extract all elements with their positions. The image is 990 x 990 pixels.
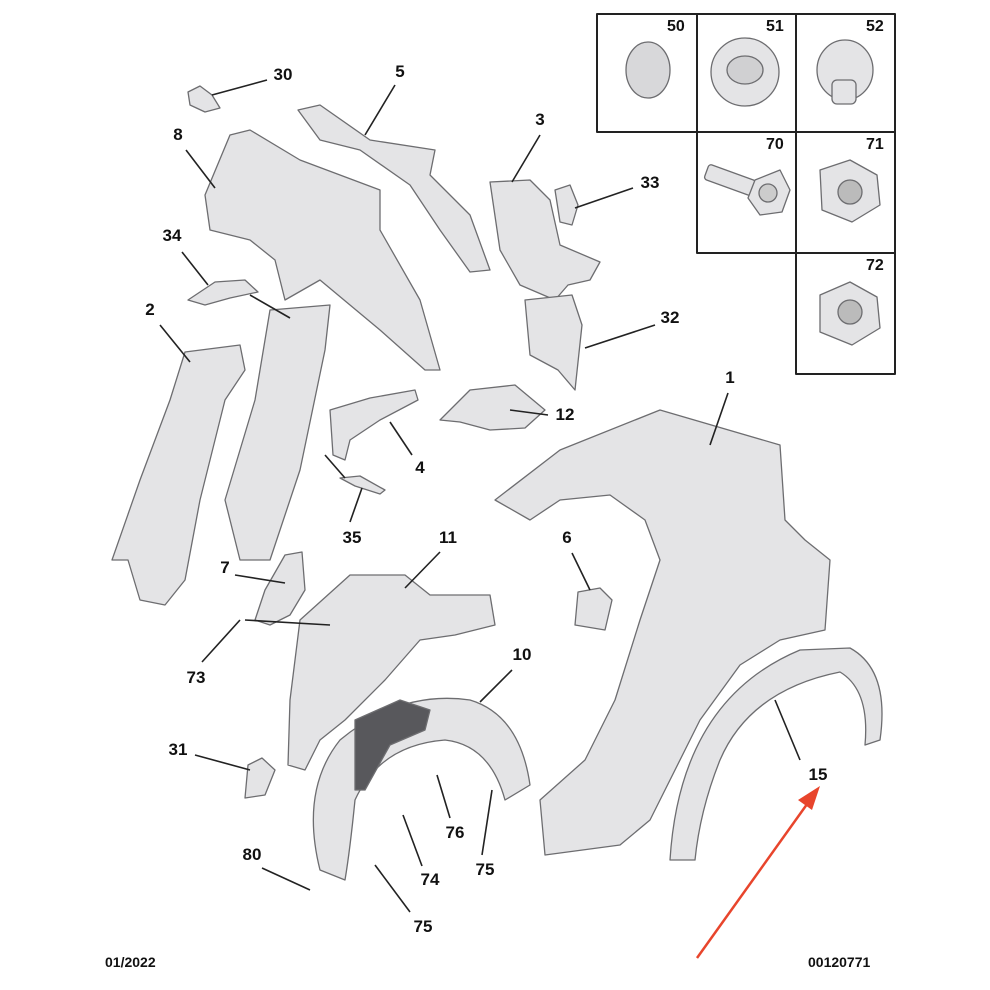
callout-33: 33 — [640, 173, 660, 192]
callout-1: 1 — [725, 368, 735, 387]
plug-52-icon — [816, 39, 874, 105]
part-35 — [339, 475, 386, 495]
nut-71-icon — [819, 159, 881, 223]
part-8 — [204, 129, 441, 371]
part-31 — [244, 757, 276, 799]
red-arrow-icon — [695, 786, 820, 959]
callout-74: 74 — [420, 870, 440, 889]
callout-3: 3 — [535, 110, 545, 129]
part-34 — [187, 279, 259, 306]
plug-50-icon — [625, 41, 671, 99]
callout-4: 4 — [415, 458, 425, 477]
callout-15: 15 — [808, 765, 828, 784]
box-label-70: 70 — [766, 136, 784, 153]
hardware-grid — [596, 13, 896, 375]
part-2 — [111, 344, 246, 606]
callout-76: 76 — [445, 823, 465, 842]
part-32 — [524, 294, 583, 391]
box-label-50: 50 — [667, 18, 685, 35]
part-11 — [287, 574, 496, 771]
callout-34: 34 — [162, 226, 182, 245]
part-3 — [489, 179, 601, 301]
callout-7: 7 — [220, 558, 230, 577]
callout-6: 6 — [562, 528, 572, 547]
box-label-72: 72 — [866, 257, 884, 274]
part-7 — [254, 551, 306, 626]
part-12 — [439, 384, 546, 431]
part-5 — [297, 104, 491, 273]
callout-5: 5 — [395, 62, 405, 81]
box-label-71: 71 — [866, 136, 884, 153]
callout-2: 2 — [145, 300, 155, 319]
liner-dark-panel — [354, 699, 431, 791]
part-4 — [329, 389, 419, 461]
callout-11: 11 — [439, 528, 457, 547]
footer-date: 01/2022 — [105, 954, 156, 970]
part-33 — [554, 184, 579, 226]
part-15 — [669, 647, 883, 861]
callout-10: 10 — [512, 645, 532, 664]
box-label-51: 51 — [766, 18, 784, 35]
callout-30: 30 — [273, 65, 293, 84]
callout-75-lower: 75 — [413, 917, 433, 936]
callout-31: 31 — [168, 740, 188, 759]
bolt-70-icon — [703, 164, 791, 216]
callout-75: 75 — [475, 860, 495, 879]
callout-35: 35 — [342, 528, 362, 547]
callout-32: 32 — [660, 308, 680, 327]
part-1 — [494, 409, 831, 856]
leader-lines — [159, 79, 801, 913]
callout-80: 80 — [242, 845, 262, 864]
callout-73: 73 — [186, 668, 206, 687]
part-30 — [187, 85, 221, 113]
nut-72-icon — [819, 281, 881, 346]
callout-12: 12 — [555, 405, 575, 424]
part-6 — [574, 587, 613, 631]
box-label-52: 52 — [866, 18, 884, 35]
part-reinforcement-center — [224, 304, 331, 561]
callout-8: 8 — [173, 125, 183, 144]
footer-reference: 00120771 — [808, 954, 871, 970]
